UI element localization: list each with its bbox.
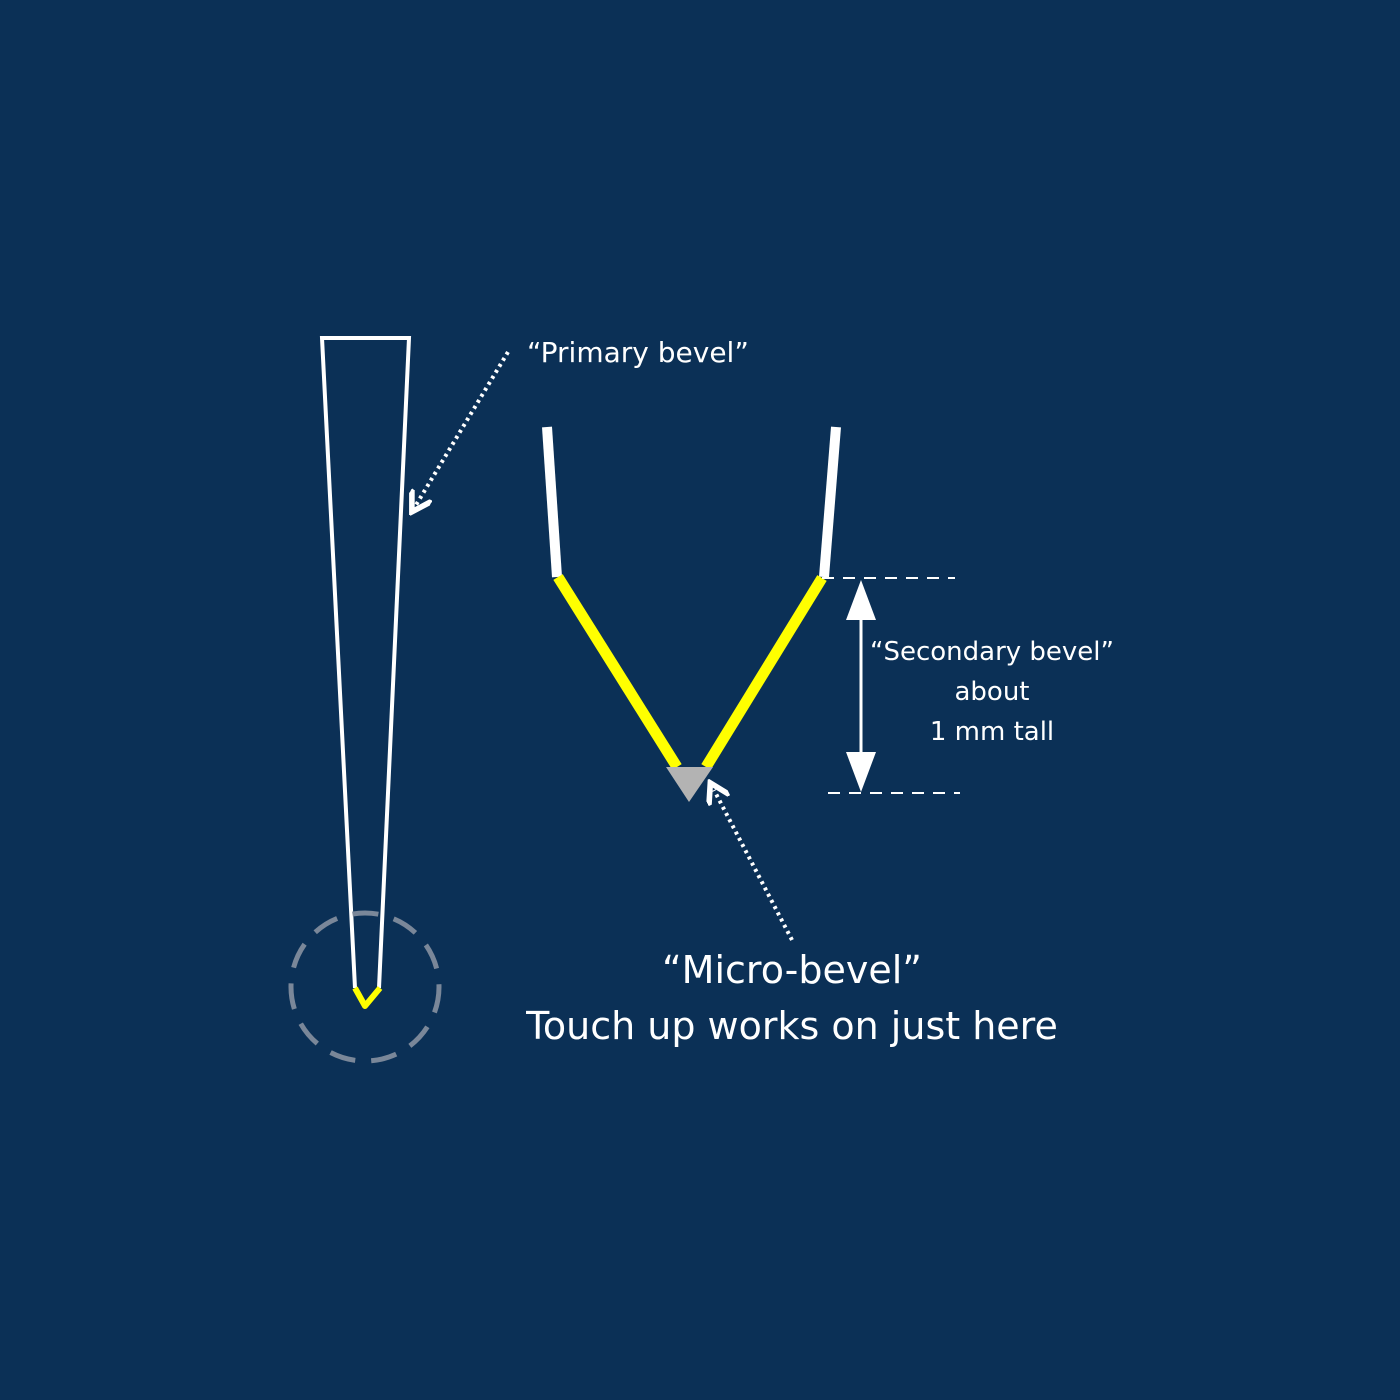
zoom-highlight-circle <box>288 910 442 1064</box>
secondary-bevel-about: about <box>954 677 1030 707</box>
primary-bevel-label: “Primary bevel” <box>527 336 749 369</box>
secondary-bevel-title: “Secondary bevel” <box>869 637 1114 667</box>
blade-tip-edge <box>352 986 383 1009</box>
dimension-arrow-up <box>846 580 876 620</box>
blade-side-left <box>542 426 562 578</box>
micro-bevel-triangle <box>666 767 713 802</box>
micro-bevel-note: Touch up works on just here <box>526 1004 1058 1048</box>
secondary-bevel-right <box>701 575 827 770</box>
secondary-bevel-left <box>553 574 682 770</box>
dimension-arrow-down <box>846 752 876 792</box>
micro-bevel-label: “Micro-bevel” Touch up works on just her… <box>480 942 1104 1054</box>
primary-bevel-arrow <box>416 350 510 505</box>
blade-side-right <box>819 426 841 578</box>
blade-profile-outline <box>319 336 412 989</box>
micro-bevel-title: “Micro-bevel” <box>662 948 922 992</box>
secondary-bevel-label: “Secondary bevel” about 1 mm tall <box>860 632 1124 752</box>
secondary-bevel-size: 1 mm tall <box>929 717 1055 747</box>
micro-bevel-arrow <box>714 790 794 941</box>
